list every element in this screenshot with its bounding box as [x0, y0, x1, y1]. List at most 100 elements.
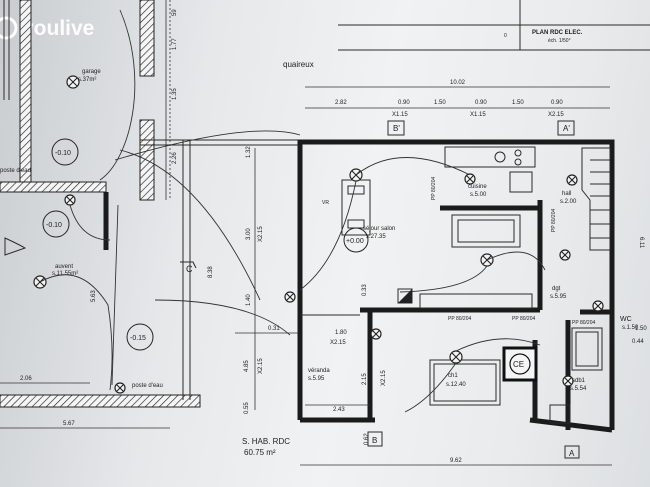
veranda-room: véranda s.5.95 1.80 X2.15 0.33 2.15 X2.1…	[284, 284, 387, 413]
dim-bottom-b4: 2.43	[333, 407, 345, 413]
svg-text:-0.10: -0.10	[46, 222, 62, 229]
plan-title: PLAN RDC ELEC.	[532, 30, 583, 36]
quaireux-label: quaireux	[283, 60, 314, 69]
level-marker-2: -0.10	[42, 210, 70, 238]
plan-index: 0	[504, 33, 507, 39]
dim-mid-d4: 1.40	[246, 294, 252, 306]
b-prime-marker: B'	[393, 124, 400, 133]
hall-room: hall s.2.00 PP 80/204 B' A'	[387, 120, 611, 251]
dim-vert-v3: 2.15	[362, 373, 368, 385]
ce-cabinet: CE	[502, 346, 538, 382]
dim-mid-d3: 8.38	[208, 266, 214, 278]
b-marker: B	[372, 436, 377, 445]
dim-top-d1: 2.82	[335, 100, 347, 106]
x-top-1: X1.15	[392, 112, 408, 118]
x-ver: X2.15	[381, 370, 387, 386]
sejour-name: séjour salon	[363, 226, 395, 232]
dim-bottom-b5: 1.80	[335, 330, 347, 336]
cuisine-name: cuisine	[468, 184, 487, 190]
ce-label: CE	[513, 360, 524, 369]
dim-left-d2: 1.77	[172, 38, 178, 50]
poste-eau-2: poste d'eau	[132, 383, 163, 389]
garage-lamp	[66, 75, 80, 89]
section-c: C	[186, 264, 193, 274]
x-top-2: X1.15	[470, 112, 486, 118]
pp-label-2: PP 80/204	[551, 209, 557, 232]
wc-name: WC	[620, 316, 632, 323]
wc-area: s.1.50	[622, 325, 639, 331]
dim-left-d1: 59	[172, 9, 178, 16]
pp-label-1: PP 80/204	[431, 177, 437, 200]
pp-label-5: PP 80/204	[448, 316, 471, 322]
sdb1-name: sdb1	[572, 378, 586, 384]
dim-top-total: 10.02	[450, 80, 466, 86]
dim-bottom-b1: 2.06	[20, 376, 32, 382]
level-marker-3: -0.15	[126, 323, 154, 351]
dgt-lamp	[559, 249, 571, 261]
auvent-lamp-bottom	[114, 382, 126, 394]
garage-area: s.37m²	[78, 77, 96, 83]
poste-eau-1: poste d'eau	[0, 168, 31, 174]
top-dimensions: 10.02 2.82 0.90 1.50 0.90 1.50 0.90 X1.1…	[305, 80, 610, 118]
x-mid-1: X2.15	[258, 226, 264, 242]
bottom-labels: S. HAB. RDC 60.75 m² 0.62 B A 9.62 1.50	[242, 326, 647, 466]
veranda-lamp-side	[370, 328, 382, 340]
sdb1-room: sdb1 s.5.54	[549, 327, 603, 424]
auvent-name: auvent	[55, 264, 73, 270]
level-marker-1: -0.10	[51, 138, 79, 166]
watermark: youlive	[0, 16, 94, 40]
cuisine-lamp	[464, 173, 476, 185]
dim-mid-d1: 1.32	[246, 146, 252, 158]
dim-vert-v2: 0.33	[362, 284, 368, 296]
veranda-name: véranda	[308, 368, 330, 374]
a-prime-marker: A'	[563, 124, 570, 133]
sdb1-area: s.5.54	[570, 386, 587, 392]
veranda-area: s.5.95	[308, 376, 325, 382]
dim-left-d3: 1.35	[172, 88, 178, 100]
middle-dimensions: 1.32 3.00 X2.15 8.38 1.40 4.85 X2.15 0.5…	[208, 146, 300, 414]
garage-name: garage	[82, 69, 101, 75]
sdb1-lamp	[562, 375, 574, 387]
dim-top-d3: 1.50	[434, 100, 446, 106]
dim-bottom-b7: 0.44	[632, 339, 644, 345]
left-column-dimensions: 59 1.77 1.35 2.26	[165, 0, 178, 200]
plan-scale: éch. 1/50°	[548, 38, 571, 44]
veranda-lamp-top	[284, 291, 296, 303]
x-mid-2: X2.15	[258, 358, 264, 374]
ch1-room: ch1 s.12.40 PP 80/204	[404, 316, 541, 413]
ch1-lamp	[449, 350, 463, 364]
central-column: C	[114, 130, 301, 400]
house-walls	[297, 139, 615, 433]
x-mid-3: X2.15	[330, 340, 346, 346]
dim-mid-d5: 4.85	[244, 360, 250, 372]
dim-left-d4: 2.26	[172, 152, 178, 164]
dim-mid-d6: 0.55	[244, 402, 250, 414]
dim-vert-v5: 0.62	[364, 433, 370, 445]
hall-name: hall	[562, 191, 571, 197]
level-marker-4: +0.00	[343, 227, 369, 253]
svg-text:-0.10: -0.10	[55, 150, 71, 157]
dim-top-d2: 0.90	[398, 100, 410, 106]
hall-area: s.2.00	[560, 199, 577, 205]
dim-bottom-b2: 5.67	[63, 421, 75, 427]
sejour-area: s.27.35	[366, 234, 386, 240]
auvent-area: s.11.55m²	[52, 271, 78, 277]
hall-lamp	[566, 174, 578, 186]
dim-bottom-b6: 0.31	[268, 326, 280, 332]
pp-label-3: PP 80/204	[512, 316, 535, 322]
a-marker: A	[569, 449, 575, 458]
svg-text:+0.00: +0.00	[346, 238, 364, 245]
svg-text:-0.15: -0.15	[130, 335, 146, 342]
dim-top-d4: 0.90	[475, 100, 487, 106]
dim-vert-v1: 5.63	[91, 290, 97, 302]
cuisine-area: s.5.00	[470, 192, 487, 198]
dgt-name: dgt	[552, 286, 561, 292]
title-block: 0 PLAN RDC ELEC. éch. 1/50°	[338, 0, 650, 51]
ch1-area: s.12.40	[446, 382, 466, 388]
wc-room: WC s.1.50 0.44 6.11	[592, 237, 644, 345]
dim-bottom-b8: 1.50	[635, 326, 647, 332]
auvent-lamp-top	[64, 194, 76, 206]
dim-top-d6: 0.90	[551, 100, 563, 106]
dim-vert-v4: 6.11	[638, 237, 644, 249]
